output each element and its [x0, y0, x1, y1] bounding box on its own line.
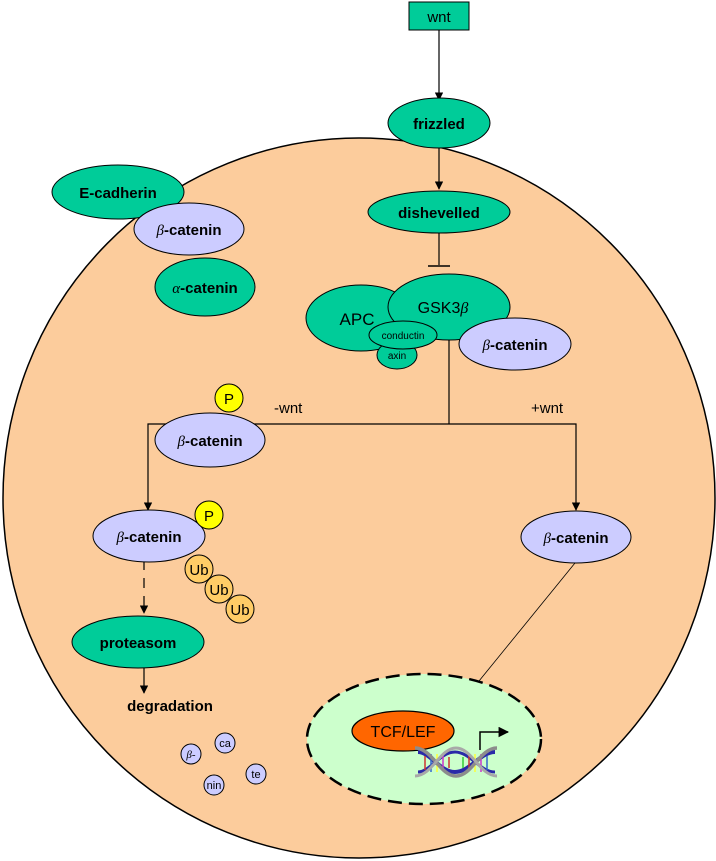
- plus-wnt-label: +wnt: [531, 400, 564, 417]
- fragment-nin: nin: [203, 774, 225, 796]
- svg-text:β-catenin: β-catenin: [116, 529, 182, 546]
- apc-label: APC: [340, 310, 375, 329]
- ubiquitin-1: Ub: [184, 554, 214, 584]
- wnt-node: wnt: [408, 1, 470, 31]
- phosphate-label: P: [224, 391, 234, 408]
- alpha-symbol: α: [172, 281, 181, 297]
- minus-wnt-label: -wnt: [274, 400, 303, 417]
- wnt-label: wnt: [426, 9, 451, 26]
- stable-beta-catenin-node: β-catenin: [520, 510, 632, 564]
- conductin-node: conductin: [368, 320, 438, 350]
- fragment-label: nin: [207, 780, 222, 792]
- edge-minus-wnt-branch: [143, 423, 449, 511]
- beta-symbol: β: [482, 338, 491, 354]
- cell-cytoplasm: [2, 137, 716, 859]
- phospho-beta-catenin-label: -catenin: [185, 433, 243, 450]
- transcription-arrow-icon: [479, 726, 510, 750]
- ub-beta-catenin-node: β-catenin: [92, 509, 206, 563]
- e-cadherin-node: E-cadherin: [51, 164, 185, 220]
- complex-beta-catenin-label: -catenin: [490, 337, 548, 354]
- beta-symbol: β: [543, 531, 552, 547]
- e-cadherin-label: E-cadherin: [79, 185, 157, 202]
- phosphate-label: P: [204, 508, 214, 525]
- conductin-label: conductin: [382, 331, 425, 342]
- proteasome-node: proteasom: [71, 615, 205, 669]
- svg-text:GSK3β: GSK3β: [418, 300, 469, 317]
- phosphate-1: P: [214, 383, 244, 413]
- fragment-te: te: [245, 763, 267, 785]
- alpha-catenin-node: α-catenin: [154, 257, 256, 317]
- ubiquitin-3: Ub: [225, 594, 255, 624]
- svg-text:β-catenin: β-catenin: [543, 530, 609, 547]
- beta-symbol: β: [177, 434, 186, 450]
- gsk3-label: GSK3: [418, 300, 461, 317]
- membrane-beta-catenin-label: -catenin: [164, 222, 222, 239]
- axin-label: axin: [388, 351, 406, 362]
- svg-text:β-catenin: β-catenin: [177, 433, 243, 450]
- destruction-complex: APC GSK3β axin conductin β-catenin: [305, 273, 572, 371]
- degradation-label: degradation: [127, 698, 213, 715]
- fragment-ca: ca: [214, 732, 236, 754]
- beta-symbol: β: [459, 300, 468, 317]
- ubiquitin-label: Ub: [209, 582, 228, 599]
- tcf-lef-label: TCF/LEF: [371, 724, 436, 741]
- fragment-label: te: [251, 769, 260, 781]
- ubiquitin-label: Ub: [230, 602, 249, 619]
- dna-helix-icon: [414, 746, 498, 778]
- complex-beta-catenin-node: β-catenin: [458, 317, 572, 371]
- frizzled-node: frizzled: [387, 97, 491, 149]
- ub-beta-catenin-label: -catenin: [124, 529, 182, 546]
- fragment-label: ca: [219, 738, 232, 750]
- svg-text:β-catenin: β-catenin: [156, 222, 222, 239]
- stable-beta-catenin-label: -catenin: [551, 530, 609, 547]
- membrane-beta-catenin-node: β-catenin: [133, 202, 245, 256]
- tcf-lef-node: TCF/LEF: [351, 710, 455, 752]
- proteasome-label: proteasom: [100, 635, 177, 652]
- dishevelled-label: dishevelled: [398, 205, 480, 222]
- dishevelled-node: dishevelled: [367, 190, 511, 234]
- alpha-catenin-label: -catenin: [180, 280, 238, 297]
- frizzled-label: frizzled: [413, 116, 465, 133]
- edge-plus-wnt-branch: [449, 423, 581, 511]
- ubiquitin-label: Ub: [189, 562, 208, 579]
- fragment-label: β-: [185, 749, 195, 761]
- phosphate-2: P: [194, 500, 224, 530]
- phospho-beta-catenin-node: β-catenin: [154, 412, 266, 468]
- ubiquitin-2: Ub: [204, 574, 234, 604]
- svg-text:β-catenin: β-catenin: [482, 337, 548, 354]
- beta-symbol: β: [156, 223, 165, 239]
- svg-text:α-catenin: α-catenin: [172, 280, 237, 297]
- beta-symbol: β: [116, 530, 125, 546]
- fragment-beta: β-: [180, 743, 202, 765]
